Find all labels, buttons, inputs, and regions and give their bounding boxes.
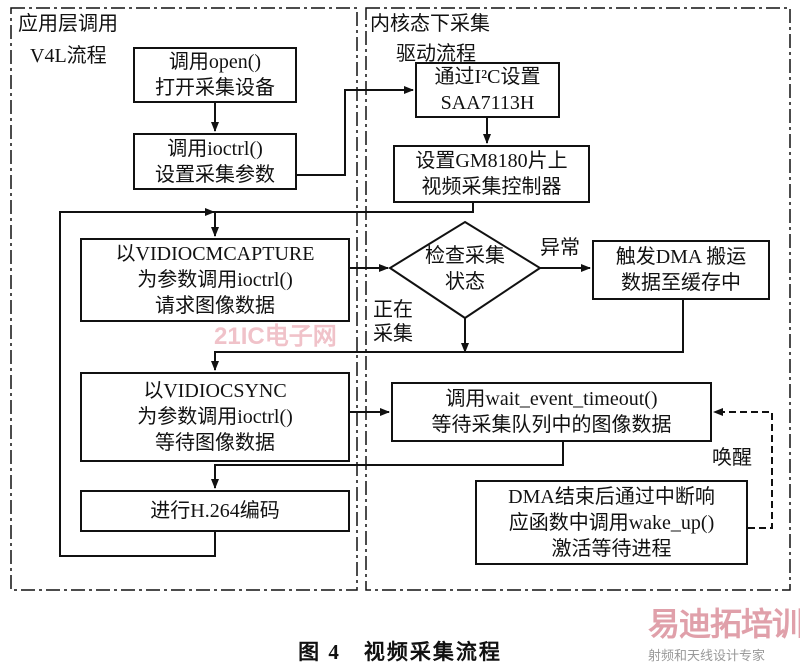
label-collecting-2: 采集	[373, 323, 413, 345]
left-panel-border	[10, 7, 358, 591]
right-panel-subtitle: 驱动流程	[396, 43, 476, 65]
box-text: 触发DMA 搬运	[615, 246, 747, 268]
box-request-capture: 以VIDIOCMCAPTURE 为参数调用ioctrl() 请求图像数据	[80, 238, 350, 322]
box-text: SAA7113H	[440, 92, 535, 114]
box-text: 等待图像数据	[155, 432, 275, 454]
box-text: 调用open()	[168, 51, 262, 73]
box-text: 为参数调用ioctrl()	[137, 406, 293, 428]
box-open-device: 调用open() 打开采集设备	[133, 47, 297, 103]
box-text: 请求图像数据	[155, 295, 275, 317]
box-text: 通过I²C设置	[434, 66, 541, 88]
arrow-ioctrl-to-i2c	[297, 86, 414, 176]
diamond-line: 状态	[445, 271, 485, 293]
box-text: 视频采集控制器	[421, 176, 562, 198]
box-text: 设置采集参数	[155, 163, 275, 186]
box-wait-event: 调用wait_event_timeout() 等待采集队列中的图像数据	[391, 382, 712, 442]
left-panel-subtitle: V4L流程	[30, 45, 107, 67]
diamond-line: 检查采集	[425, 245, 505, 267]
box-text: 数据至缓存中	[621, 272, 741, 294]
left-panel-title: 应用层调用	[18, 13, 118, 35]
box-text: 以VIDIOCMCAPTURE	[115, 243, 315, 265]
box-h264-encode: 进行H.264编码	[80, 490, 350, 532]
box-dma-transfer: 触发DMA 搬运 数据至缓存中	[592, 240, 770, 300]
arrow-dma-to-sync	[211, 300, 684, 371]
box-i2c-setup: 通过I²C设置 SAA7113H	[415, 62, 560, 118]
check-status-text: 检查采集 状态	[405, 243, 525, 295]
box-text: 为参数调用ioctrl()	[137, 269, 293, 291]
box-text: 以VIDIOCSYNC	[143, 380, 287, 402]
arrow-wait-to-h264	[211, 442, 564, 489]
label-collecting-1: 正在	[373, 299, 413, 321]
right-panel-border	[365, 7, 791, 591]
right-panel-title: 内核态下采集	[370, 13, 490, 35]
watermark-21ic: 21IC电子网	[214, 323, 337, 350]
box-dma-end-wakeup: DMA结束后通过中断响 应函数中调用wake_up() 激活等待进程	[475, 480, 748, 565]
box-text: DMA结束后通过中断响	[508, 485, 715, 508]
box-gm8180-setup: 设置GM8180片上 视频采集控制器	[393, 145, 590, 203]
box-set-params: 调用ioctrl() 设置采集参数	[133, 133, 297, 190]
box-text: 调用ioctrl()	[167, 137, 263, 160]
line-gm-to-loop	[59, 203, 474, 557]
watermark-tagline: 射频和天线设计专家	[648, 648, 766, 663]
box-text: 激活等待进程	[551, 537, 672, 560]
label-abnormal: 异常	[540, 237, 580, 259]
box-sync-wait: 以VIDIOCSYNC 为参数调用ioctrl() 等待图像数据	[80, 372, 350, 462]
box-text: 打开采集设备	[155, 77, 275, 99]
box-text: 进行H.264编码	[150, 500, 280, 522]
box-text: 调用wait_event_timeout()	[445, 388, 658, 410]
watermark-logo: 易迪拓培训	[648, 606, 800, 642]
box-text: 设置GM8180片上	[415, 150, 568, 172]
box-text: 等待采集队列中的图像数据	[431, 414, 672, 436]
box-text: 应函数中调用wake_up()	[508, 511, 715, 534]
label-wakeup: 唤醒	[712, 447, 752, 469]
figure-caption: 图 4 视频采集流程	[298, 640, 502, 664]
arrow-wakeup-dashed	[713, 408, 773, 529]
